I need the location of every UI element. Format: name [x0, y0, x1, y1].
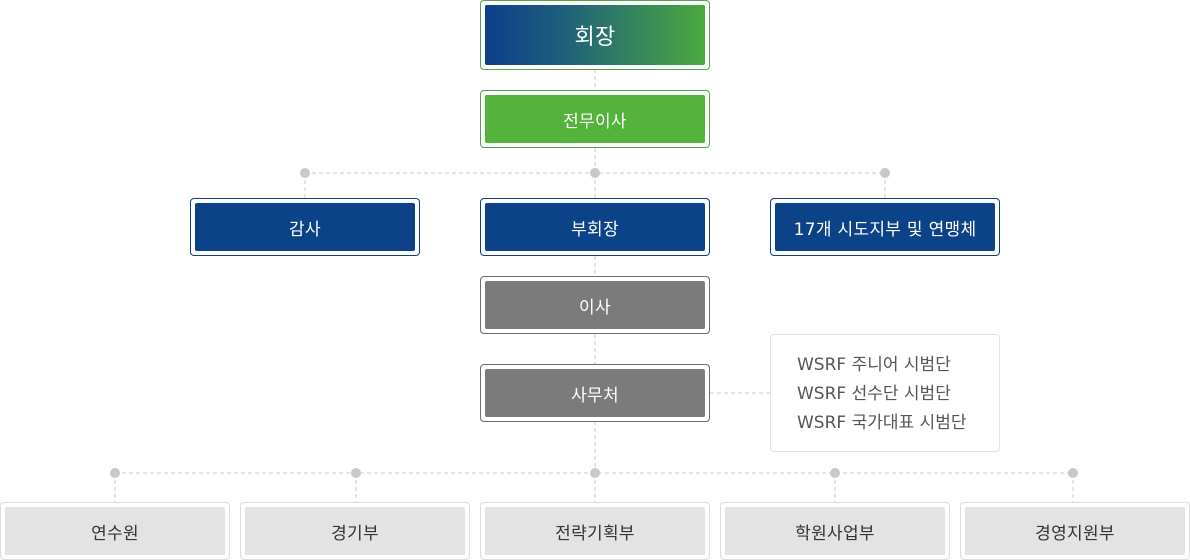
junction-dot	[110, 468, 120, 478]
dept-label: 학원사업부	[725, 507, 945, 555]
junction-dot	[590, 168, 600, 178]
dept-label: 연수원	[5, 507, 225, 555]
dept-label: 경기부	[245, 507, 465, 555]
node-board: 이사	[480, 276, 710, 334]
junction-dot	[880, 168, 890, 178]
node-vice-chairman-label: 부회장	[485, 203, 705, 251]
node-chairman-label: 회장	[485, 5, 705, 65]
junction-dot	[830, 468, 840, 478]
demo-team-athletes: WSRF 선수단 시범단	[797, 384, 951, 404]
dept-label: 경영지원부	[965, 507, 1185, 555]
demo-team-national: WSRF 국가대표 시범단	[797, 413, 967, 433]
demo-team-junior: WSRF 주니어 시범단	[797, 355, 951, 375]
node-dept-management-support: 경영지원부	[960, 502, 1190, 560]
junction-dot	[1068, 468, 1078, 478]
demo-team-box: WSRF 주니어 시범단 WSRF 선수단 시범단 WSRF 국가대표 시범단	[770, 334, 1000, 452]
node-vice-chairman: 부회장	[480, 198, 710, 256]
node-dept-competition: 경기부	[240, 502, 470, 560]
node-secretariat: 사무처	[480, 364, 710, 422]
node-managing-director: 전무이사	[480, 90, 710, 148]
node-dept-academy-business: 학원사업부	[720, 502, 950, 560]
node-dept-training-institute: 연수원	[0, 502, 230, 560]
junction-dot	[590, 468, 600, 478]
dept-label: 전략기획부	[485, 507, 705, 555]
node-dept-strategy-planning: 전략기획부	[480, 502, 710, 560]
junction-dot	[351, 468, 361, 478]
node-regional-branches: 17개 시도지부 및 연맹체	[770, 198, 1000, 256]
node-auditor-label: 감사	[195, 203, 415, 251]
node-regional-branches-label: 17개 시도지부 및 연맹체	[775, 203, 995, 251]
node-auditor: 감사	[190, 198, 420, 256]
junction-dot	[300, 168, 310, 178]
node-managing-director-label: 전무이사	[485, 95, 705, 143]
node-secretariat-label: 사무처	[485, 369, 705, 417]
node-board-label: 이사	[485, 281, 705, 329]
node-chairman: 회장	[480, 0, 710, 70]
